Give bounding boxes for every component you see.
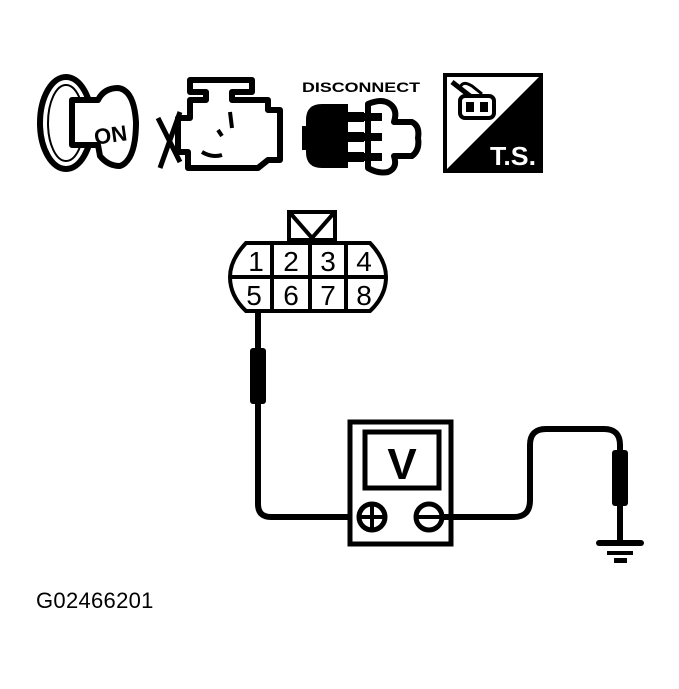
negative-probe-icon (612, 450, 628, 506)
pin-8: 8 (356, 280, 372, 311)
pin-6: 6 (283, 280, 299, 311)
pin-2: 2 (283, 246, 299, 277)
pin-5: 5 (246, 280, 262, 311)
pin-7: 7 (320, 280, 336, 311)
engine-icon (155, 77, 283, 171)
pin-3: 3 (320, 246, 336, 277)
positive-probe-icon (250, 348, 266, 404)
pin-1: 1 (248, 246, 264, 277)
figure-id-label: G02466201 (36, 588, 154, 613)
negative-test-lead (441, 426, 628, 542)
voltmeter-icon: V (347, 419, 454, 547)
key-on-label: ON (93, 120, 129, 149)
pin-4: 4 (356, 246, 372, 277)
disconnect-label: DISCONNECT (302, 79, 421, 95)
meter-display: V (387, 440, 417, 489)
disconnect-icon: DISCONNECT (302, 79, 422, 176)
ground-icon (596, 540, 644, 563)
test-symbol-label: T.S. (490, 141, 536, 171)
harness-connector: 1 2 3 4 5 6 7 8 (227, 210, 389, 313)
ignition-key-icon: ON (37, 74, 139, 172)
test-symbol-icon: T.S. (443, 73, 543, 173)
positive-test-lead (250, 310, 360, 520)
